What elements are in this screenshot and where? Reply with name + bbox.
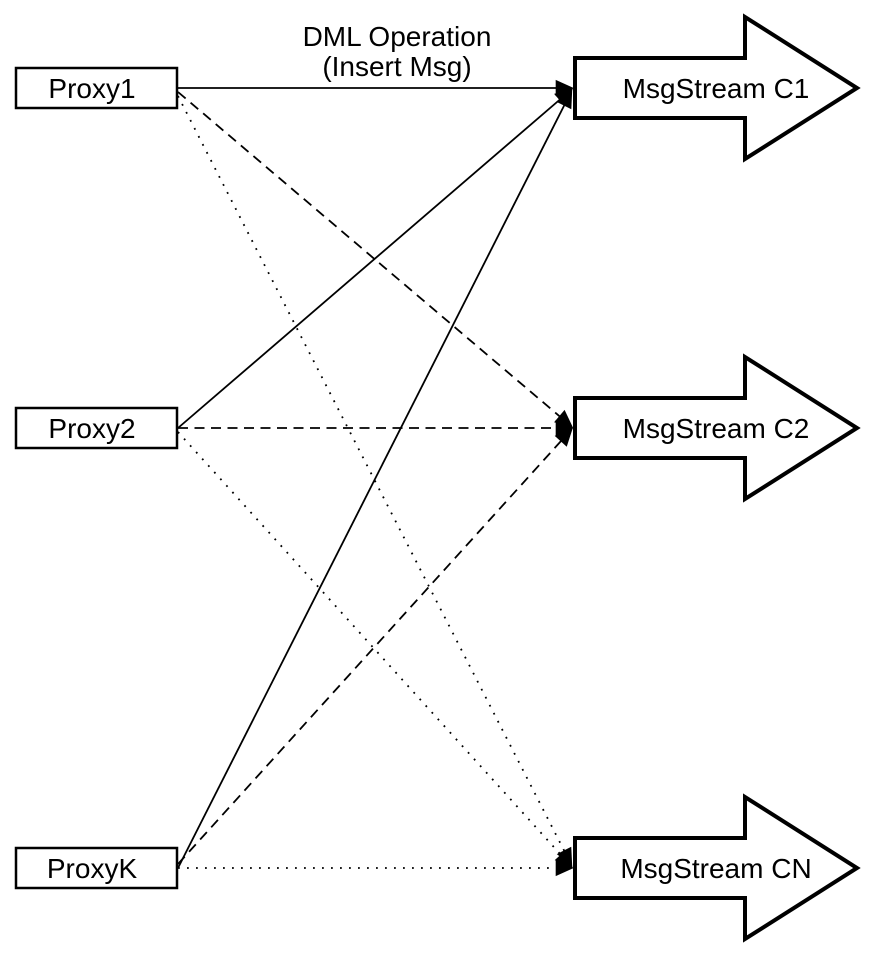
proxyk-node: ProxyK: [14, 846, 179, 890]
msgstream-c2-arrow-shape: [573, 353, 861, 503]
proxy2-box: [14, 406, 179, 450]
proxy1-box: [14, 66, 179, 110]
msgstream-c1-arrow-shape: [573, 13, 861, 163]
msgstream-c2-node: MsgStream C2: [573, 353, 861, 503]
proxyk-box: [14, 846, 179, 890]
proxyk-label: ProxyK: [47, 853, 138, 884]
edges-dashed-to-c2: [177, 91, 574, 865]
msgstream-cn-label: MsgStream CN: [620, 853, 811, 884]
proxy2-node: Proxy2: [14, 406, 179, 450]
msgstream-cn-arrow-shape: [573, 793, 861, 943]
msgstream-cn-node: MsgStream CN: [573, 793, 861, 943]
edge-proxy2-to-cn: [177, 431, 573, 869]
edges-solid-to-c1: [177, 79, 574, 869]
proxy1-node: Proxy1: [14, 66, 179, 110]
flow-label-line2: (Insert Msg): [322, 51, 471, 82]
flow-label-line1: DML Operation: [303, 21, 492, 52]
edge-proxy1-to-c2: [177, 91, 574, 428]
proxy2-label: Proxy2: [48, 413, 135, 444]
edge-proxyk-to-c2: [177, 427, 573, 865]
proxy1-label: Proxy1: [48, 73, 135, 104]
msgstream-c1-label: MsgStream C1: [623, 73, 810, 104]
msgstream-c2-label: MsgStream C2: [623, 413, 810, 444]
edge-proxy2-to-c1: [177, 88, 574, 429]
flow-label: DML Operation (Insert Msg): [303, 21, 492, 82]
msgstream-c1-node: MsgStream C1: [573, 13, 861, 163]
edge-proxyk-to-c1: [177, 89, 573, 869]
